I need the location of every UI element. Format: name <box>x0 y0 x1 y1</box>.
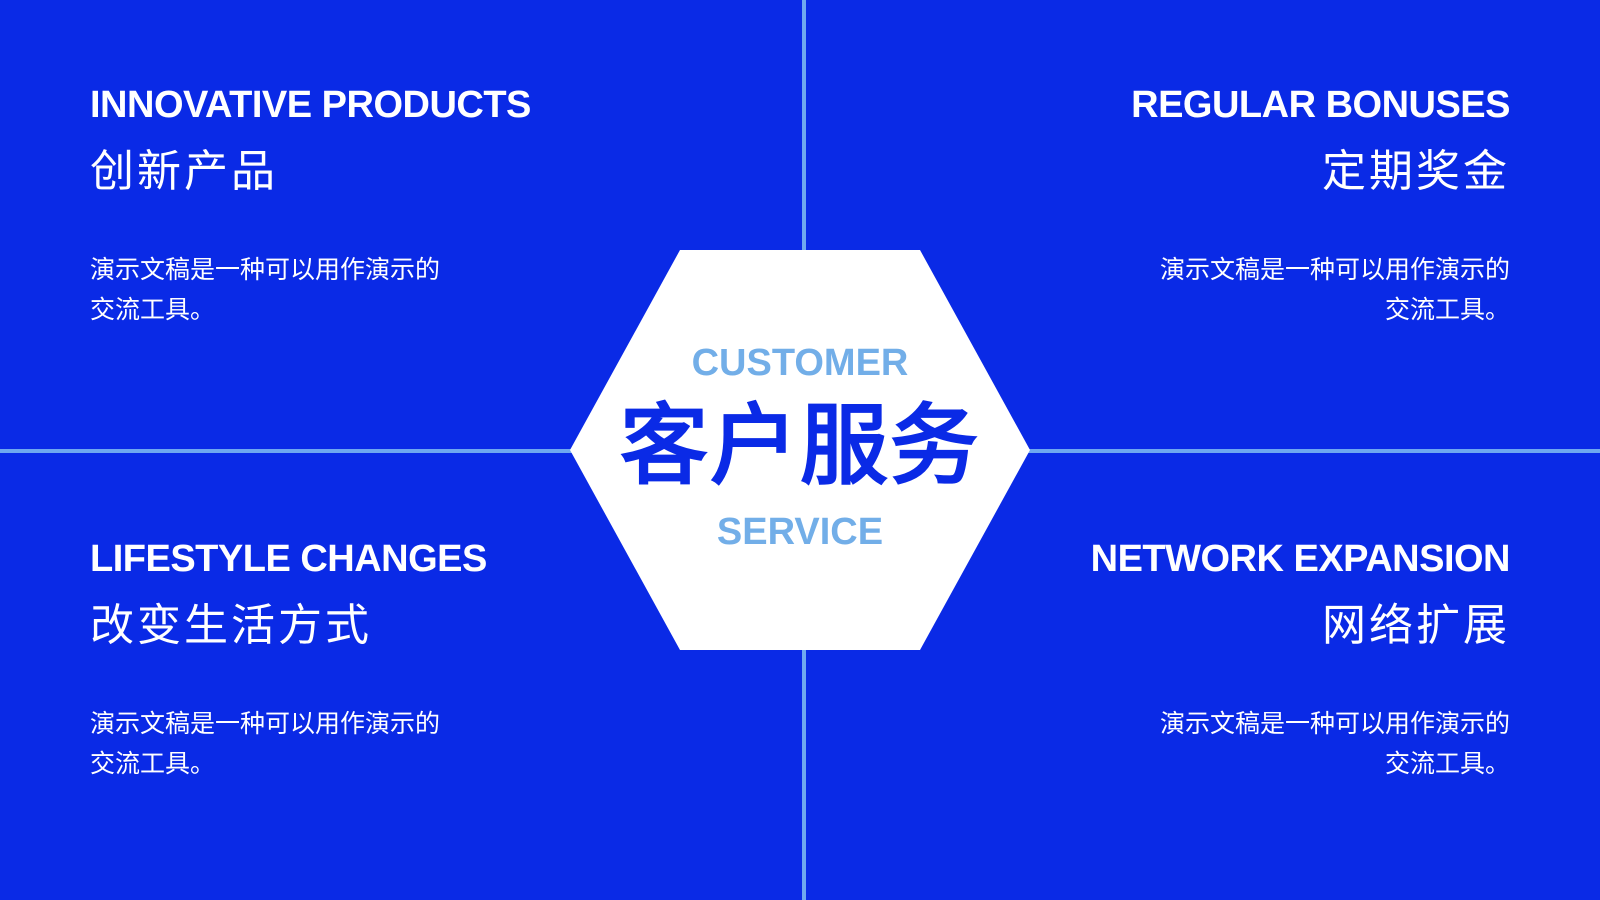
quadrant-description: 演示文稿是一种可以用作演示的交流工具。 <box>1160 709 1511 778</box>
quadrant-network-expansion: NETWORK EXPANSION 网络扩展 演示文稿是一种可以用作演示的交流工… <box>990 538 1511 784</box>
quadrant-regular-bonuses: REGULAR BONUSES 定期奖金 演示文稿是一种可以用作演示的交流工具。 <box>990 86 1510 330</box>
quadrant-title-en: LIFESTYLE CHANGES <box>90 538 487 580</box>
center-title-zh: 客户服务 <box>619 394 980 497</box>
quadrant-title-zh: 定期奖金 <box>1322 146 1510 197</box>
quadrant-description: 演示文稿是一种可以用作演示的交流工具。 <box>1160 255 1511 324</box>
quadrant-title-zh: 创新产品 <box>90 146 278 197</box>
quadrant-lifestyle-changes: LIFESTYLE CHANGES 改变生活方式 演示文稿是一种可以用作演示的交… <box>90 540 610 784</box>
quadrant-title-zh: 改变生活方式 <box>90 600 372 651</box>
center-hexagon <box>570 250 1030 650</box>
quadrant-title-zh: 网络扩展 <box>1322 600 1510 651</box>
quadrant-description: 演示文稿是一种可以用作演示的交流工具。 <box>90 255 441 324</box>
quadrant-title-en: REGULAR BONUSES <box>1131 84 1510 126</box>
quadrant-innovative-products: INNOVATIVE PRODUCTS 创新产品 演示文稿是一种可以用作演示的交… <box>90 86 610 330</box>
quadrant-title-en: INNOVATIVE PRODUCTS <box>90 84 531 126</box>
center-title-en-top: CUSTOMER <box>691 342 909 384</box>
center-title-en-bottom: SERVICE <box>716 511 884 553</box>
quadrant-title-en: NETWORK EXPANSION <box>1090 538 1511 580</box>
quadrant-description: 演示文稿是一种可以用作演示的交流工具。 <box>90 709 441 778</box>
